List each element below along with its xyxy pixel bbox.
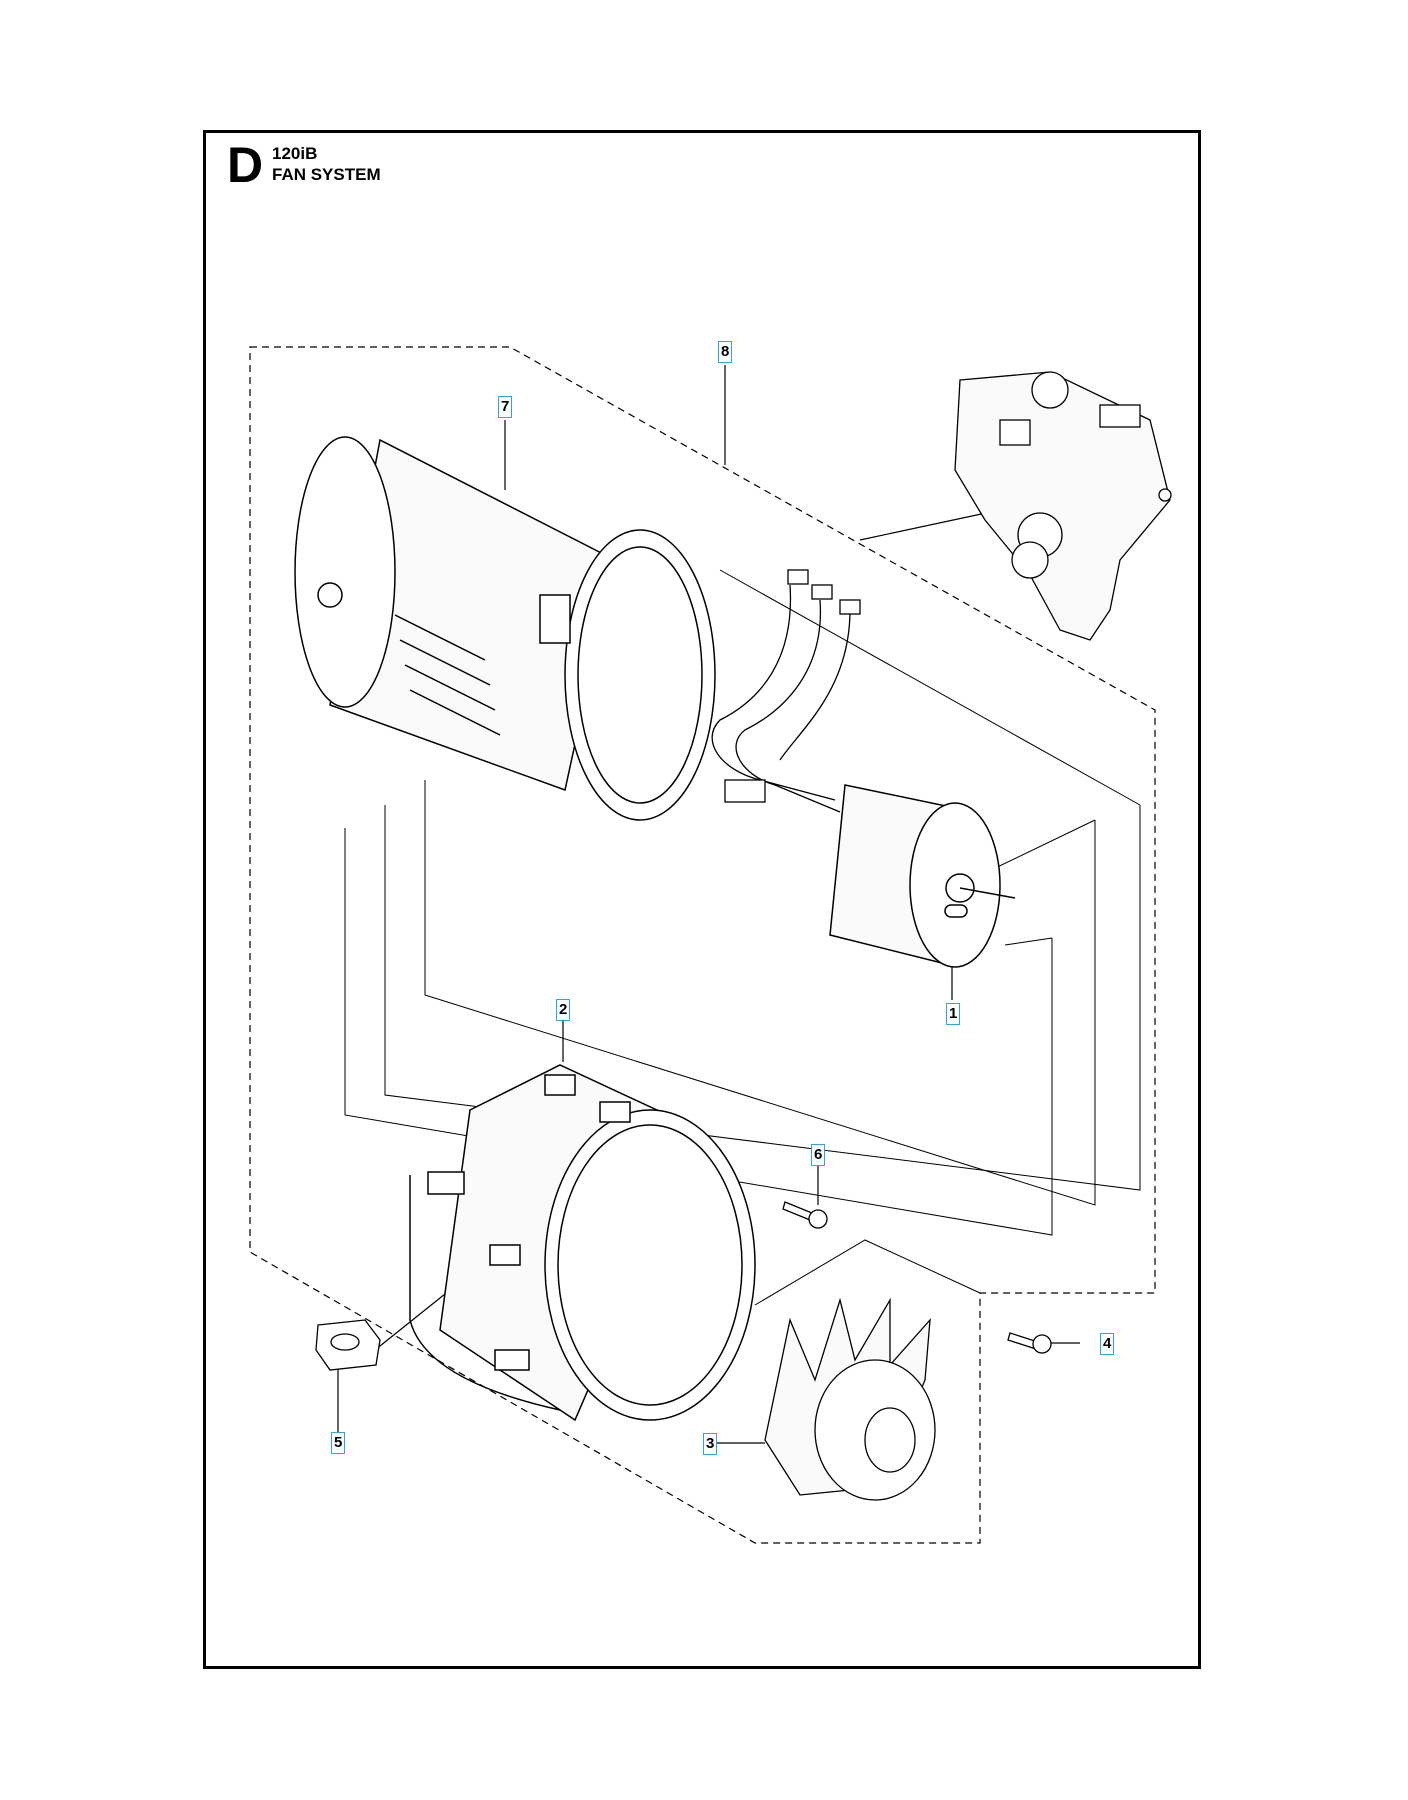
callout-2[interactable]: 2 bbox=[556, 999, 571, 1021]
callout-4[interactable]: 4 bbox=[1100, 1333, 1115, 1355]
model-title: 120iB bbox=[272, 144, 318, 163]
switch-cap-part-5 bbox=[315, 1319, 381, 1371]
switch-board-assembly bbox=[954, 371, 1172, 641]
section-letter: D bbox=[227, 137, 264, 193]
motor-part-1 bbox=[829, 784, 1016, 968]
callout-5[interactable]: 5 bbox=[331, 1432, 346, 1454]
wiring-harness bbox=[711, 569, 861, 813]
callout-3[interactable]: 3 bbox=[703, 1433, 718, 1455]
fan-housing-part-7 bbox=[294, 436, 716, 821]
fan-shroud-part-2 bbox=[409, 1064, 756, 1422]
callout-8[interactable]: 8 bbox=[718, 341, 733, 363]
callout-7[interactable]: 7 bbox=[498, 396, 513, 418]
diagram-frame bbox=[203, 130, 1201, 1669]
callout-6[interactable]: 6 bbox=[811, 1144, 826, 1166]
section-title: FAN SYSTEM bbox=[272, 165, 381, 184]
screws bbox=[782, 1201, 1052, 1354]
callout-1[interactable]: 1 bbox=[946, 1003, 961, 1025]
fan-impeller-part-3 bbox=[764, 1297, 936, 1501]
